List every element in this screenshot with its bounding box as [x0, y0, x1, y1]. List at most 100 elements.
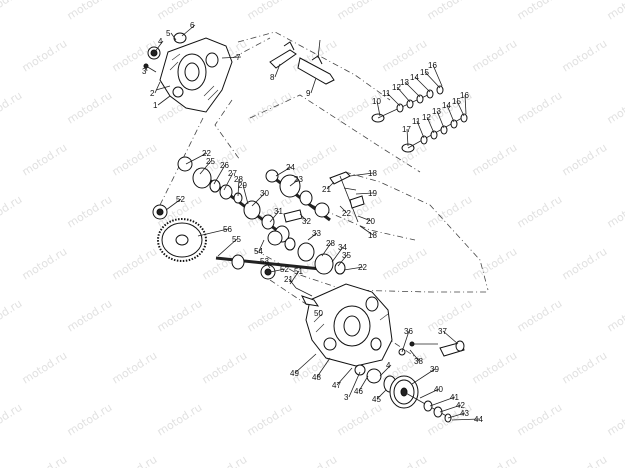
callout-leader-line: [401, 330, 410, 353]
callout-number: 33: [312, 229, 321, 238]
callout-number: 40: [434, 385, 443, 394]
callout-leader-line: [275, 166, 292, 177]
callout-number: 22: [358, 263, 367, 272]
callout-leader-line: [426, 116, 435, 134]
callout-leader-line: [294, 353, 317, 374]
callout-leader-line: [336, 367, 353, 386]
callout-leader-line: [237, 178, 240, 197]
callout-leader-line: [269, 268, 286, 273]
watermark-text: motod.ru: [200, 349, 250, 387]
watermark-text: motod.ru: [605, 0, 625, 23]
watermark-text: motod.ru: [20, 453, 70, 468]
callout-number: 38: [414, 357, 423, 366]
watermark-text: motod.ru: [425, 0, 475, 23]
callout-leader-line: [310, 77, 317, 94]
callout-leader-line: [326, 181, 335, 190]
callout-leader-line: [339, 205, 348, 214]
callout-leader-line: [251, 192, 266, 207]
callout-number: 52: [176, 195, 185, 204]
output-pulley-assembly: [354, 364, 452, 423]
watermark-text: motod.ru: [605, 193, 625, 231]
callout-leader-line: [165, 198, 182, 211]
callout-leader-line: [424, 71, 441, 89]
watermark-text: motod.ru: [0, 297, 24, 335]
watermark-text: motod.ru: [155, 0, 205, 23]
watermark-text: motod.ru: [560, 141, 610, 179]
callout-leader-line: [242, 184, 249, 205]
callout-leader-line: [376, 389, 387, 400]
callout-leader-line: [376, 100, 381, 117]
callout-leader-line: [197, 228, 229, 237]
callout-leader-line: [217, 238, 238, 257]
callout-number: 24: [286, 163, 295, 172]
shift-forks: [269, 39, 335, 85]
callout-number: 49: [290, 369, 299, 378]
watermark-text: motod.ru: [20, 349, 70, 387]
callout-leader-line: [264, 260, 271, 269]
callout-number: 47: [332, 381, 341, 390]
watermark-text: motod.ru: [0, 193, 24, 231]
callout-number: 53: [260, 257, 269, 266]
watermark-text: motod.ru: [110, 349, 160, 387]
callout-leader-line: [379, 364, 392, 377]
watermark-text: motod.ru: [380, 245, 430, 283]
callout-number: 16: [460, 91, 469, 100]
watermark-text: motod.ru: [515, 297, 565, 335]
shift-drum-upper: [371, 85, 444, 123]
watermark-text: motod.ru: [425, 193, 475, 231]
callout-leader-line: [404, 81, 421, 98]
callout-number: 17: [402, 125, 411, 134]
callout-number: 39: [430, 365, 439, 374]
callout-number: 3: [142, 67, 147, 76]
callout-leader-line: [451, 418, 480, 421]
watermark-text: motod.ru: [245, 0, 295, 23]
watermark-text: motod.ru: [155, 297, 205, 335]
callout-leader-line: [145, 65, 148, 72]
callout-leader-line: [170, 32, 177, 41]
watermark-text: motod.ru: [605, 401, 625, 439]
callout-leader-line: [258, 239, 265, 252]
callout-leader-line: [307, 232, 318, 241]
callout-leader-line: [318, 309, 321, 314]
callout-leader-line: [446, 104, 455, 123]
callout-number: 15: [452, 97, 461, 106]
callout-leader-line: [337, 254, 348, 267]
callout-number: 4: [386, 361, 391, 370]
watermark-text: motod.ru: [0, 89, 24, 127]
callout-number: 8: [270, 73, 275, 82]
callout-number: 1: [153, 101, 158, 110]
callout-leader-line: [213, 164, 226, 185]
shift-drum-lower: [401, 113, 468, 153]
callout-leader-line: [157, 95, 171, 106]
callout-number: 35: [342, 251, 351, 260]
left-cover-small-parts: [143, 32, 187, 91]
right-small-parts: [398, 340, 465, 357]
callout-number: 25: [206, 157, 215, 166]
callout-leader-line: [343, 266, 364, 271]
watermark-text: motod.ru: [515, 193, 565, 231]
countershaft-assembly: [265, 169, 331, 223]
watermark-text: motod.ru: [335, 0, 385, 23]
callout-number: 4: [158, 37, 163, 46]
watermark-text: motod.ru: [515, 401, 565, 439]
callout-number: 5: [166, 29, 171, 38]
callout-leader-line: [464, 94, 467, 115]
callout-leader-line: [447, 412, 466, 419]
callout-number: 11: [412, 117, 421, 126]
callout-number: 3: [344, 393, 349, 402]
callout-number: 30: [260, 189, 269, 198]
watermark-text: motod.ru: [20, 141, 70, 179]
callout-number: 21: [322, 185, 331, 194]
watermark-text: motod.ru: [245, 401, 295, 439]
callout-number: 19: [368, 189, 377, 198]
watermark-text: motod.ru: [65, 0, 115, 23]
watermark-text: motod.ru: [65, 401, 115, 439]
callout-number: 34: [338, 243, 347, 252]
callout-leader-line: [439, 404, 462, 413]
callout-number: 50: [314, 309, 323, 318]
callout-number: 20: [366, 217, 375, 226]
output-shaft-assembly: [215, 230, 346, 280]
callout-number: 12: [392, 83, 401, 92]
